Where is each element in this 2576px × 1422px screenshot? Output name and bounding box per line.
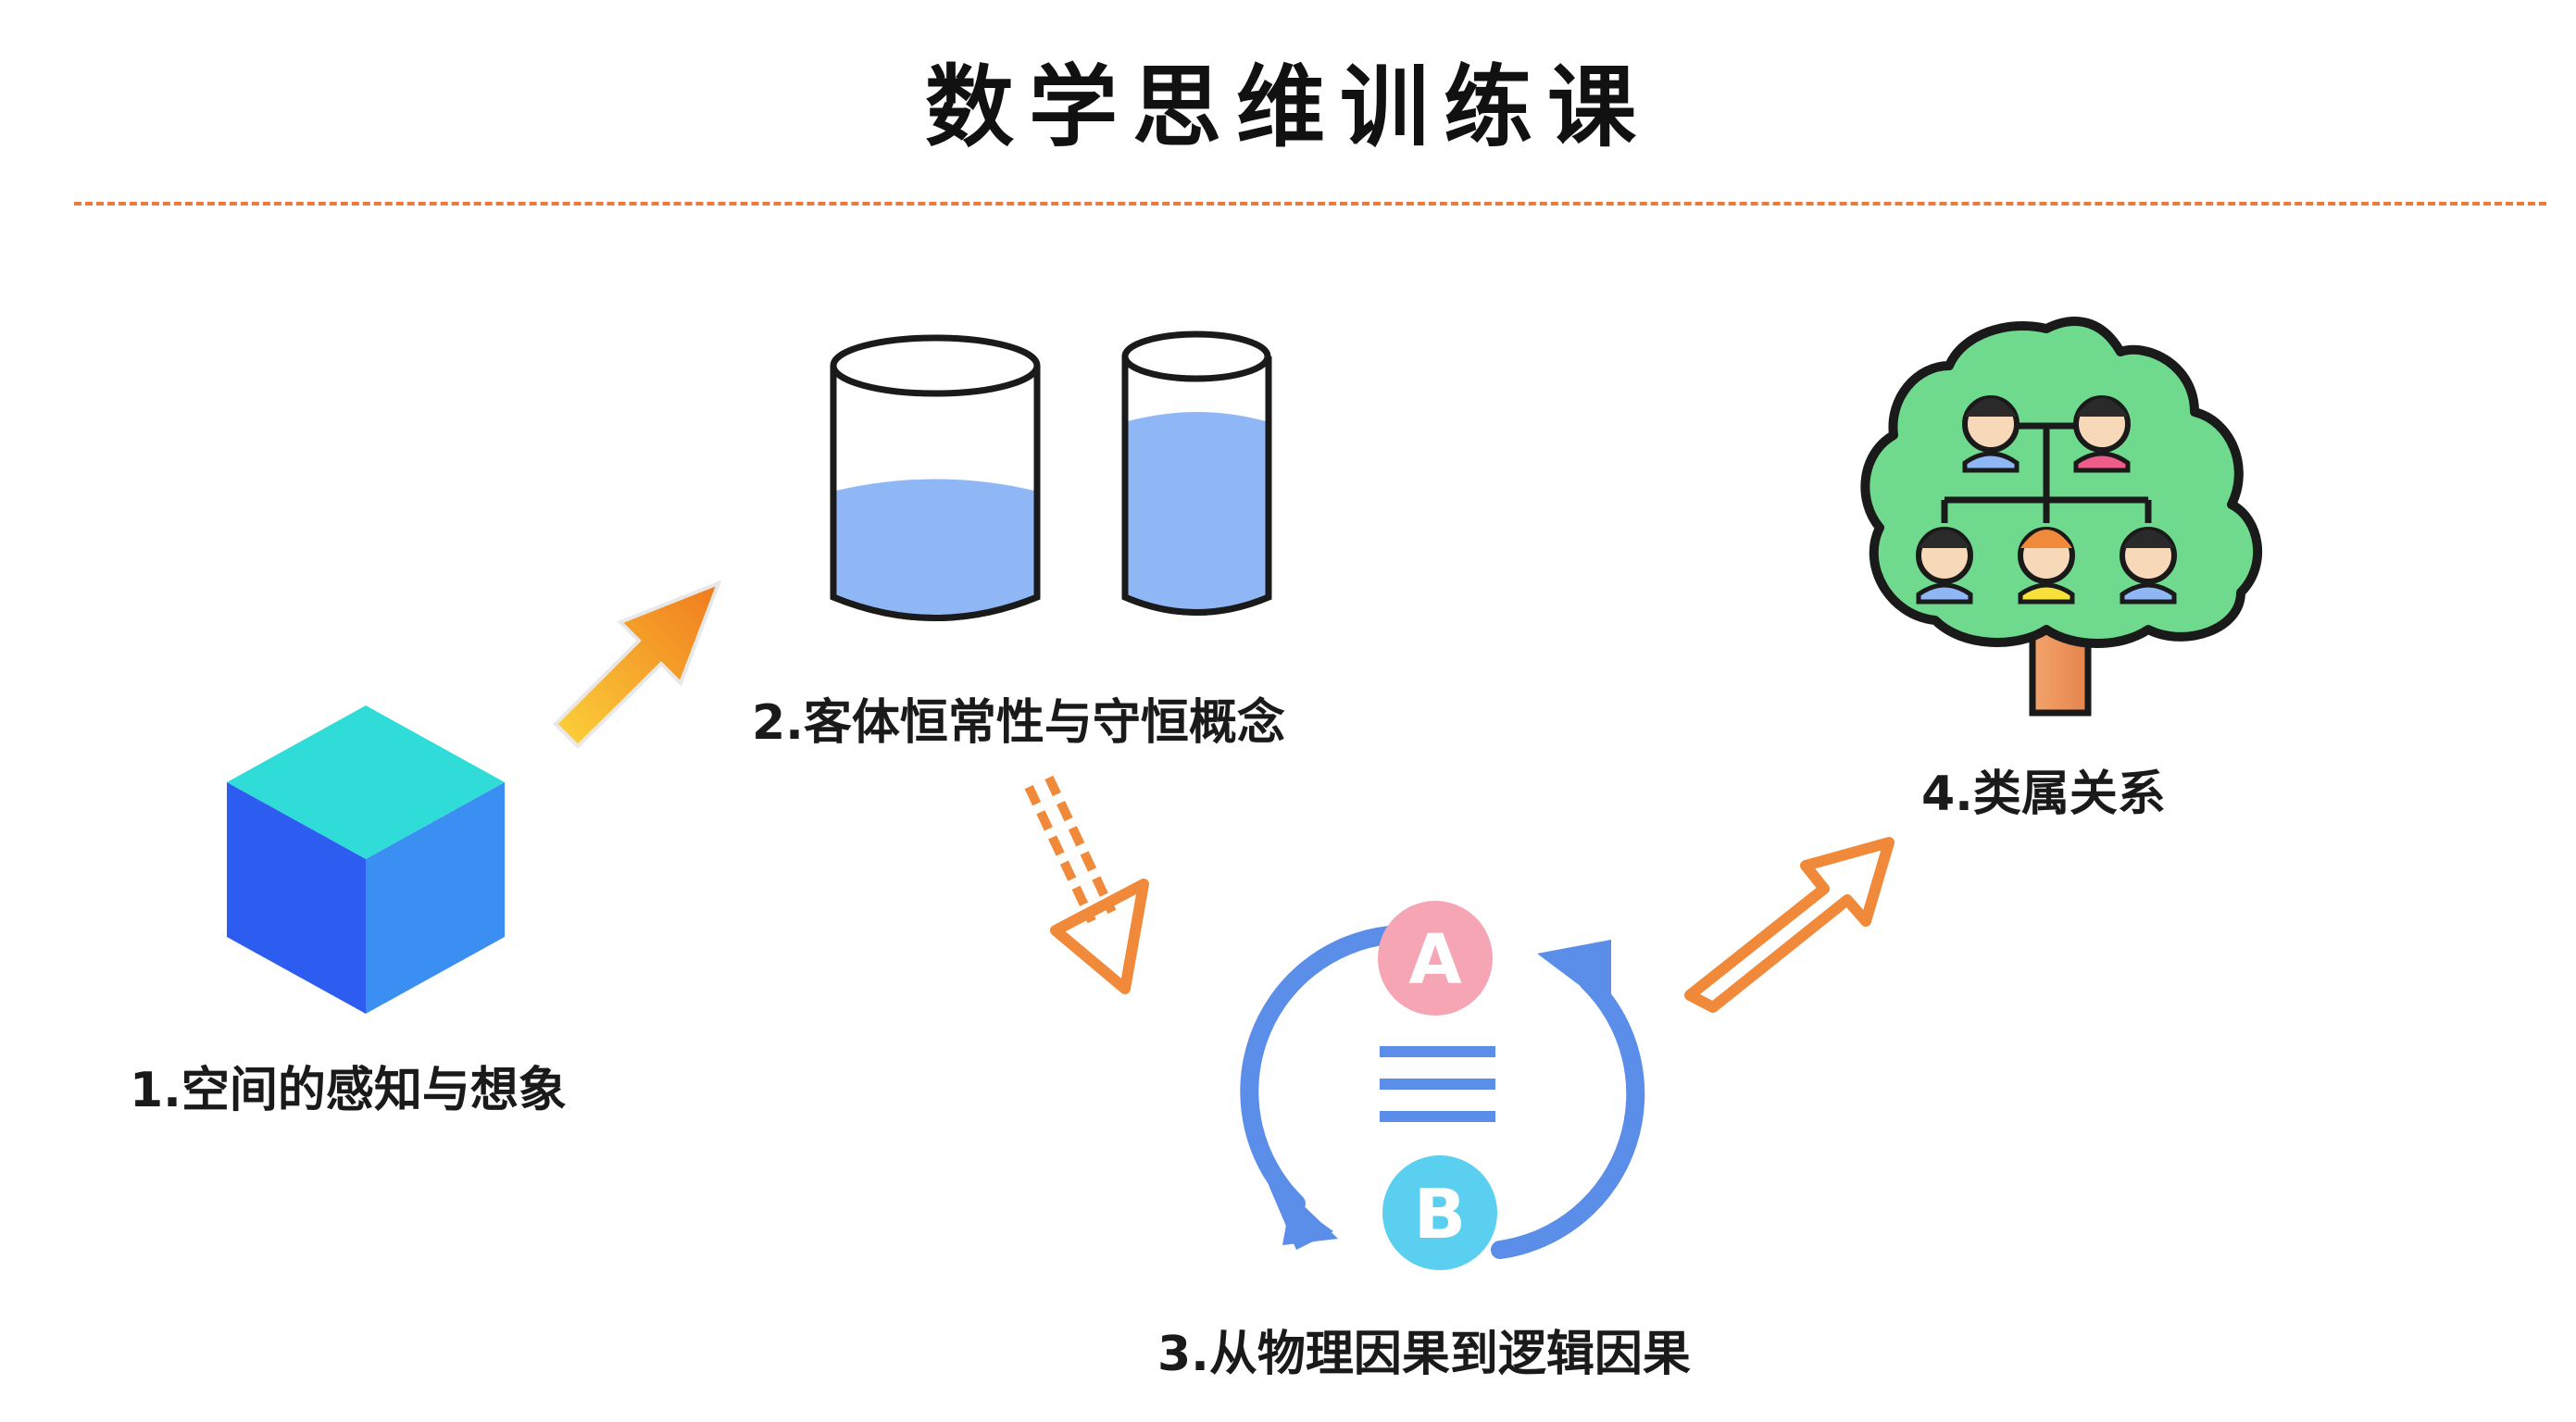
person-icon xyxy=(2073,395,2131,473)
letter-b: B xyxy=(1414,1175,1466,1254)
family-tree-icon xyxy=(1860,317,2263,717)
step-4-label: 4.类属关系 xyxy=(1921,767,2166,822)
step-3-label: 3.从物理因果到逻辑因果 xyxy=(1157,1327,1691,1382)
arrow-to-step-2 xyxy=(553,580,722,749)
person-icon xyxy=(1916,527,1973,605)
step-1-label: 1.空间的感知与想象 xyxy=(130,1063,567,1118)
dashed-divider xyxy=(74,202,2546,206)
letter-b-badge xyxy=(1382,1155,1497,1270)
equals-bar-1 xyxy=(1380,1046,1495,1057)
letter-a-badge xyxy=(1378,901,1493,1016)
equals-bar-2 xyxy=(1380,1079,1495,1090)
a-equals-b-cycle-icon: A B xyxy=(1240,901,1645,1270)
person-icon xyxy=(2120,527,2177,605)
page-title: 数学思维训练课 xyxy=(925,55,1651,159)
person-icon xyxy=(2018,527,2075,605)
arrow-to-step-3 xyxy=(1024,775,1149,994)
water-glasses-icon xyxy=(830,331,1272,621)
person-icon xyxy=(1962,395,2020,473)
equals-bar-3 xyxy=(1380,1111,1495,1122)
arrow-to-step-4 xyxy=(1684,837,1894,1013)
letter-a: A xyxy=(1408,920,1461,1000)
cube-icon xyxy=(227,705,505,1014)
step-2-label: 2.客体恒常性与守恒概念 xyxy=(752,695,1285,751)
